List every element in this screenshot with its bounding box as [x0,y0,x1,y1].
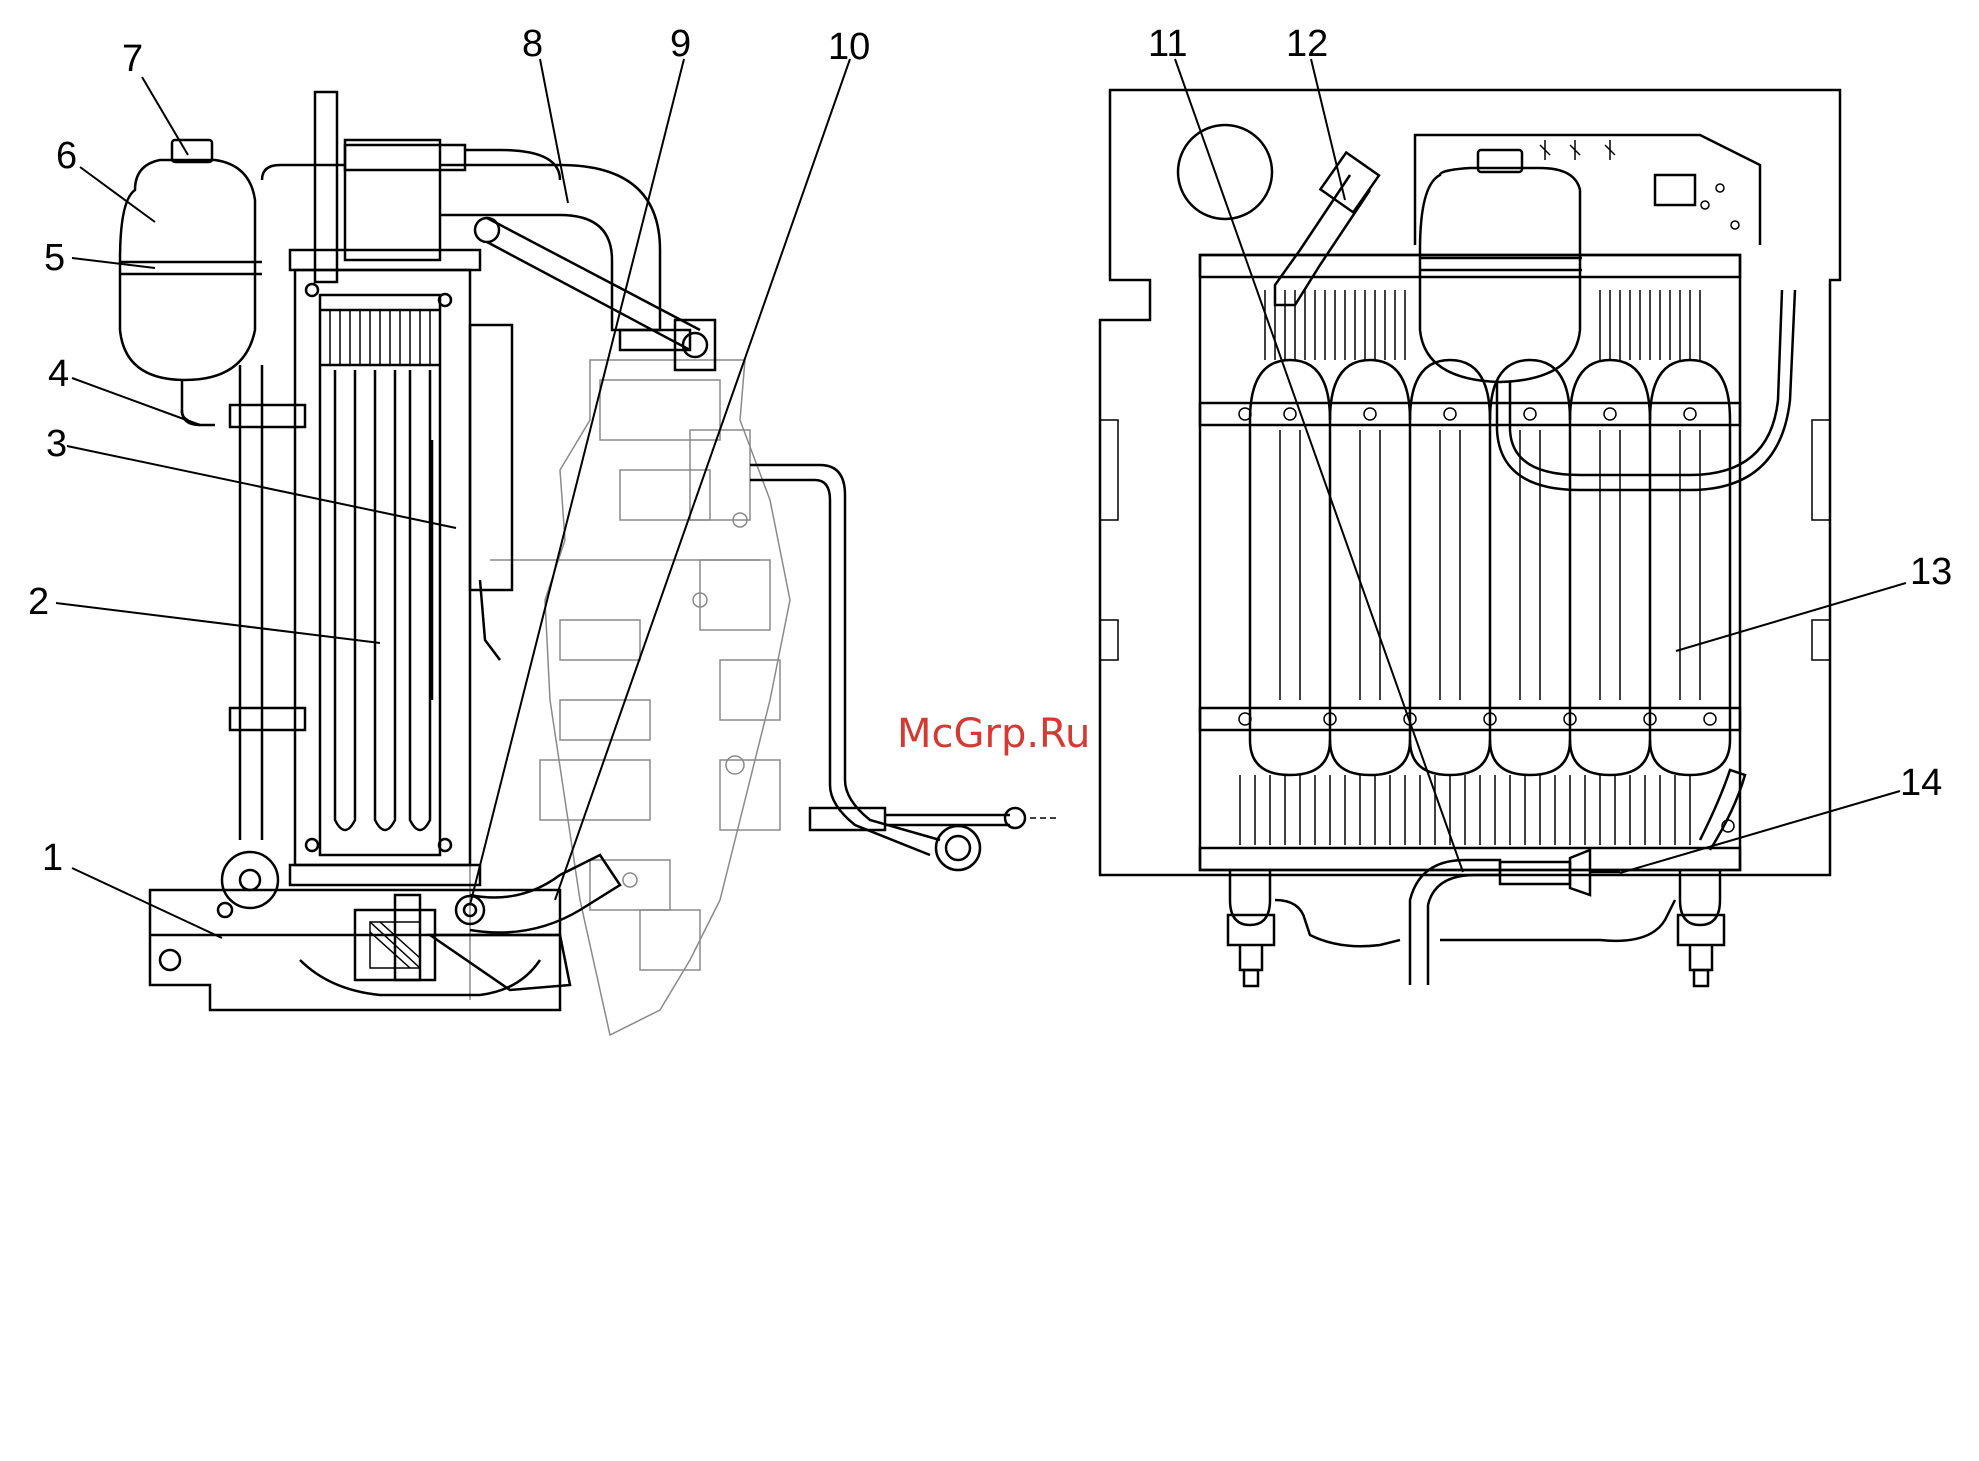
watermark: McGrp.Ru [897,711,1090,757]
fins-top [1265,290,1700,360]
radiator-core-side [290,250,480,885]
drain-pipe-front [1410,770,1745,985]
fan-opening [1178,125,1272,219]
clamp-straps [1200,403,1740,730]
fan-shroud-plate [315,92,337,282]
callout-6: 6 [56,135,77,177]
fins-bottom [1240,775,1690,845]
leader-lines [56,59,1906,938]
upper-hose-front [1275,153,1379,305]
callout-12: 12 [1286,23,1328,65]
side-shroud [432,325,512,700]
callout-3: 3 [46,423,67,465]
callout-8: 8 [522,23,543,65]
callout-10: 10 [828,26,870,68]
coolant-tube-left [222,165,345,908]
callout-7: 7 [122,38,143,80]
frame-bracket [150,890,570,1010]
side-view [120,92,1060,1035]
callout-1: 1 [42,837,63,879]
front-view [1100,90,1840,986]
radiator-supports [1228,870,1724,986]
callout-9: 9 [670,23,691,65]
radiator-frame-front [1200,255,1740,870]
callout-14: 14 [1900,762,1942,804]
callout-13: 13 [1910,551,1952,593]
callout-4: 4 [48,353,69,395]
outlet-pipe-side [750,465,1060,870]
callout-2: 2 [28,581,49,623]
callout-11: 11 [1148,23,1187,65]
callout-5: 5 [44,237,65,279]
